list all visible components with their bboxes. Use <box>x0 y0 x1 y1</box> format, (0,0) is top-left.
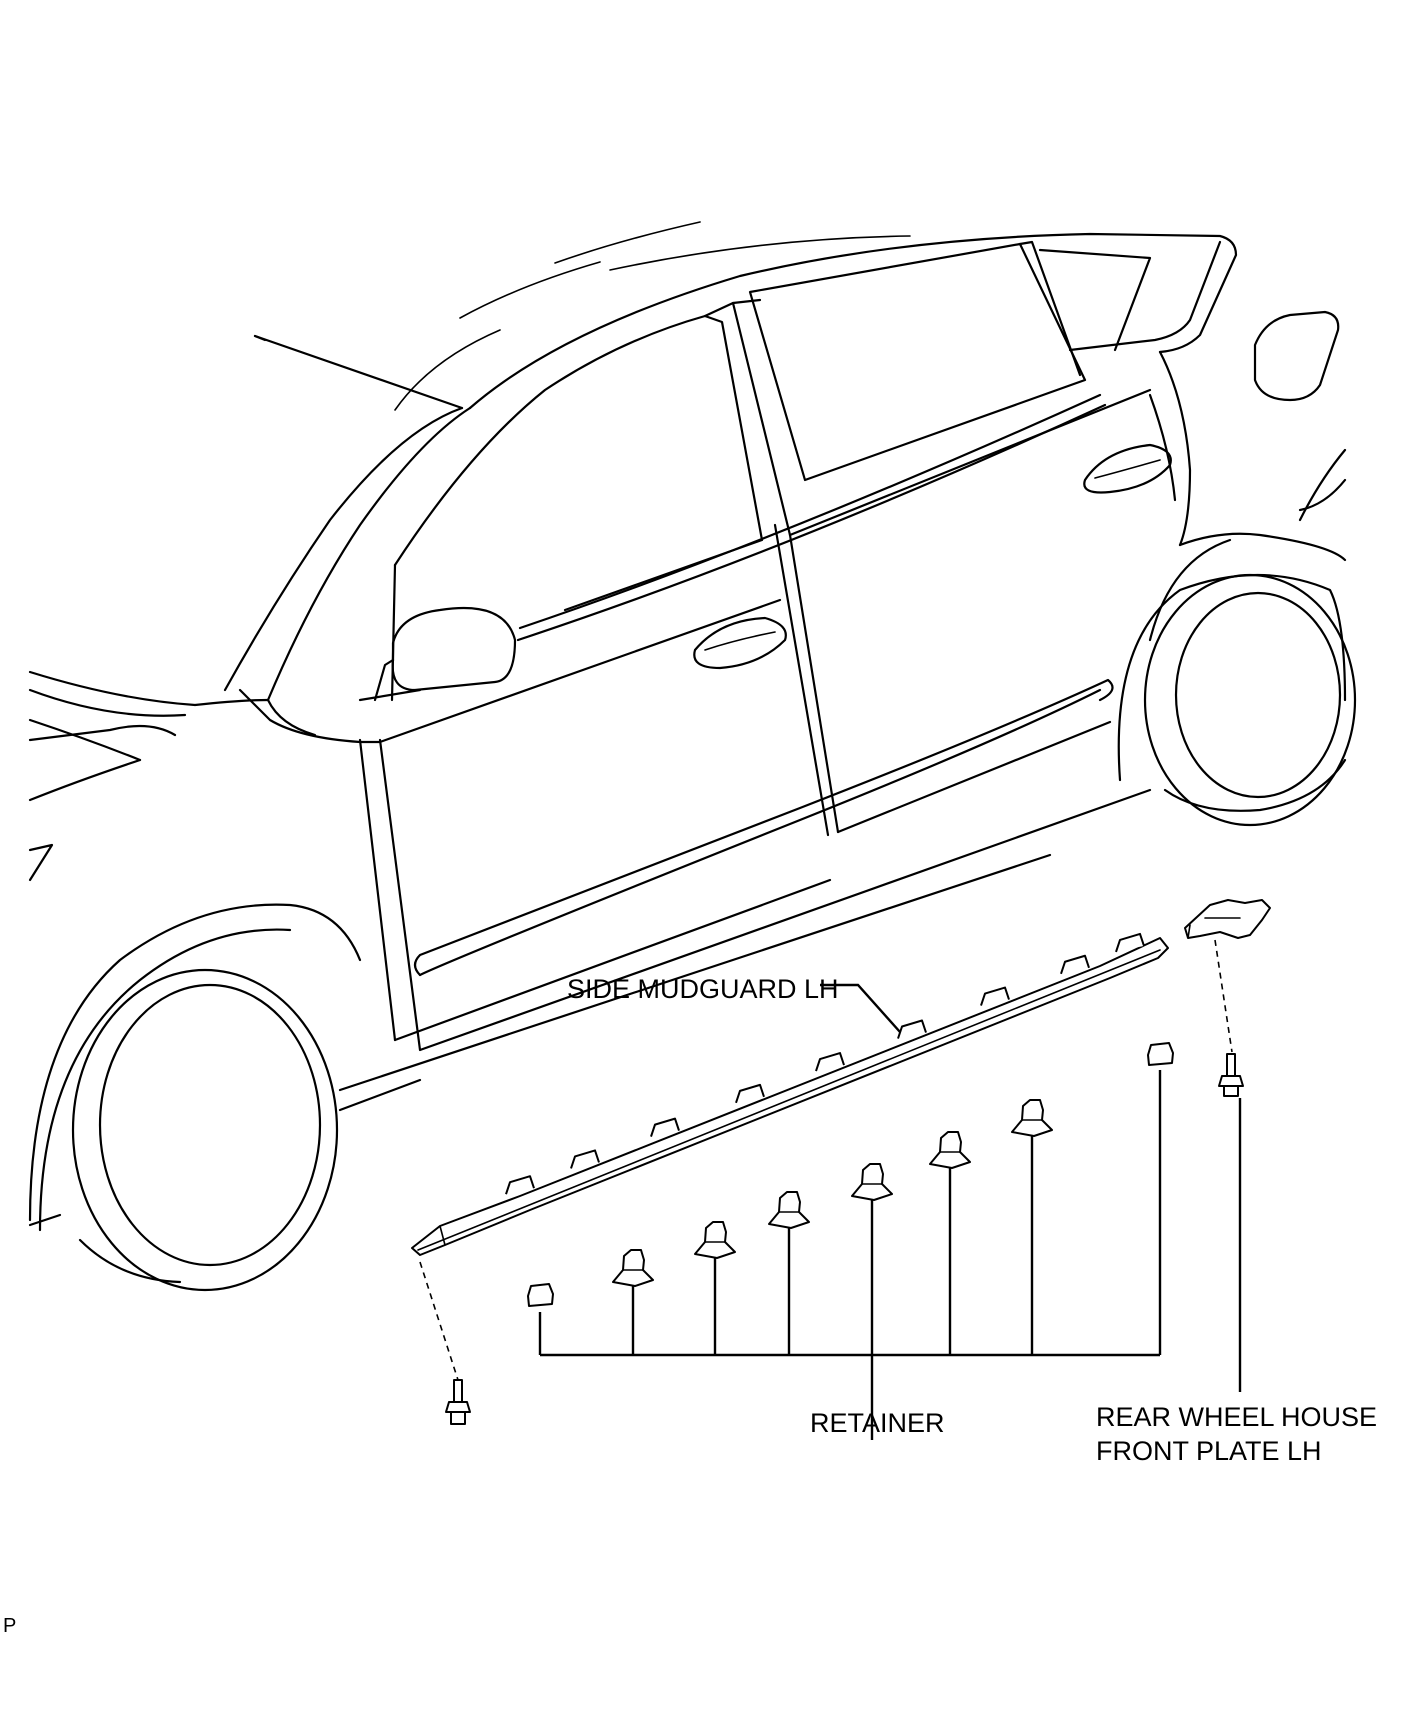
mudguard-clip-seat <box>650 1117 680 1137</box>
retainer-clip <box>694 1221 736 1259</box>
mudguard-clip-seat <box>980 986 1010 1006</box>
mudguard-clip-seat <box>570 1149 600 1169</box>
retainer-clip <box>527 1283 554 1307</box>
rear-wheel-house-label-line1: REAR WHEEL HOUSE <box>1096 1402 1377 1432</box>
rear-wheel <box>1117 532 1357 827</box>
side-mudguard-label: SIDE MUDGUARD LH <box>567 974 839 1004</box>
retainer-clip <box>1147 1042 1174 1066</box>
rear-wheel-house-front-plate <box>1184 899 1271 939</box>
mudguard-clip-seat <box>735 1083 765 1104</box>
retainer-group <box>527 1042 1174 1307</box>
mudguard-clip-seat <box>815 1052 845 1072</box>
retainer-label: RETAINER <box>810 1408 945 1438</box>
retainer-clip <box>612 1249 654 1287</box>
retainer-clip <box>929 1131 971 1169</box>
front-wheel <box>28 903 362 1292</box>
mudguard-clip-seat <box>1115 932 1145 953</box>
vehicle-body <box>28 221 1347 1112</box>
mudguard-clip-seat <box>897 1019 927 1039</box>
rear-wheel-house-label-line2: FRONT PLATE LH <box>1096 1436 1322 1466</box>
rear-screw <box>1214 939 1244 1097</box>
retainer-clip <box>768 1191 810 1229</box>
side-mudguard-part <box>411 932 1169 1256</box>
mudguard-clip-seat <box>505 1175 535 1195</box>
retainer-clip <box>1011 1099 1053 1137</box>
front-screw <box>419 1261 471 1425</box>
mudguard-clip-seat <box>1060 954 1090 975</box>
retainer-clip <box>851 1163 893 1201</box>
corner-code: P <box>3 1615 16 1637</box>
leader-lines <box>538 983 1242 1440</box>
